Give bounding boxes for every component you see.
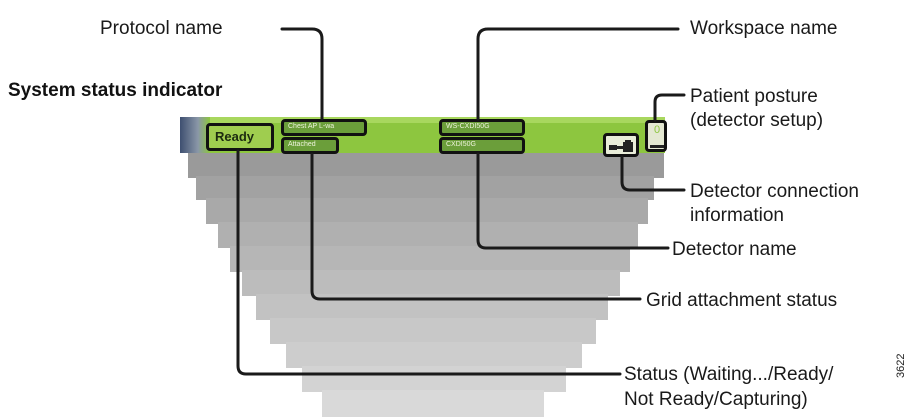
workspace-name-label: WS-CXDI50G bbox=[446, 123, 490, 130]
protocol-name-box: Chest AP L-wa bbox=[281, 119, 367, 136]
detector-connection-box bbox=[603, 133, 639, 157]
status-ready-box: Ready bbox=[206, 123, 274, 151]
figure-number: 3622 bbox=[895, 353, 907, 378]
detector-connection-icon bbox=[609, 140, 633, 152]
grid-status-box: Attached bbox=[281, 137, 339, 154]
funnel-steps bbox=[188, 150, 664, 417]
callout-patient-posture-line2: (detector setup) bbox=[690, 110, 824, 131]
patient-posture-icon: 0 bbox=[654, 124, 661, 136]
section-title: System status indicator bbox=[8, 80, 223, 101]
detector-name-label: CXDI50G bbox=[446, 141, 476, 148]
detector-name-box: CXDI50G bbox=[439, 137, 525, 154]
posture-base-line bbox=[650, 145, 664, 148]
callout-protocol-name: Protocol name bbox=[100, 18, 223, 39]
protocol-name-label: Chest AP L-wa bbox=[288, 123, 335, 130]
grid-status-label: Attached bbox=[288, 141, 316, 148]
callout-detector-connection-line2: information bbox=[690, 205, 784, 226]
workspace-name-box: WS-CXDI50G bbox=[439, 119, 525, 136]
callout-patient-posture-line1: Patient posture bbox=[690, 86, 818, 107]
patient-posture-box: 0 bbox=[645, 120, 667, 152]
callout-workspace-name: Workspace name bbox=[690, 18, 838, 39]
callout-detector-connection-line1: Detector connection bbox=[690, 181, 859, 202]
status-bar-fade bbox=[180, 117, 210, 153]
callout-grid-attachment: Grid attachment status bbox=[646, 290, 838, 311]
status-ready-label: Ready bbox=[215, 129, 255, 144]
callout-status-line2: Not Ready/Capturing) bbox=[624, 389, 808, 410]
callout-detector-name: Detector name bbox=[672, 239, 797, 260]
callout-status-line1: Status (Waiting.../Ready/ bbox=[624, 364, 834, 385]
